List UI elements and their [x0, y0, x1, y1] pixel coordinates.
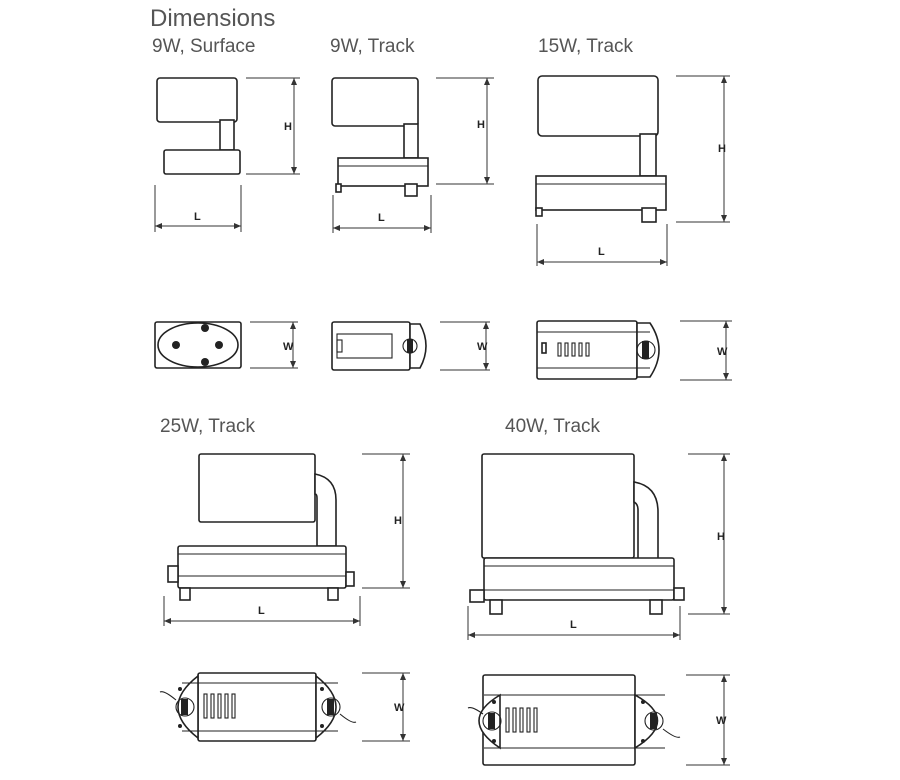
side-view-9w-track: L H [331, 77, 494, 233]
top-view-9w-surface: W [154, 321, 298, 369]
width-label: W [394, 702, 405, 714]
height-label: H [718, 143, 726, 155]
width-label: W [283, 341, 294, 353]
page-title: Dimensions [150, 5, 276, 32]
caption-25w-track: 25W, Track [160, 416, 256, 437]
length-label: L [378, 212, 385, 224]
caption-15w-track: 15W, Track [538, 36, 634, 57]
height-label: H [717, 531, 725, 543]
height-label: H [284, 121, 292, 133]
side-view-40w-track: L H [467, 453, 730, 640]
top-view-40w-track: W [467, 674, 730, 766]
top-view-25w-track: W [159, 672, 410, 742]
side-view-9w-surface: L H [154, 77, 300, 232]
length-label: L [194, 211, 201, 223]
height-label: H [477, 119, 485, 131]
caption-9w-track: 9W, Track [330, 36, 415, 57]
caption-9w-surface: 9W, Surface [152, 36, 256, 57]
top-view-15w-track: W [536, 320, 732, 381]
width-label: W [717, 346, 728, 358]
height-label: H [394, 515, 402, 527]
length-label: L [258, 605, 265, 617]
width-label: W [716, 715, 727, 727]
length-label: L [598, 246, 605, 258]
caption-40w-track: 40W, Track [505, 416, 601, 437]
length-label: L [570, 619, 577, 631]
side-view-15w-track: L H [535, 75, 730, 266]
side-view-25w-track: L H [163, 453, 410, 626]
width-label: W [477, 341, 488, 353]
top-view-9w-track: W [331, 321, 490, 371]
